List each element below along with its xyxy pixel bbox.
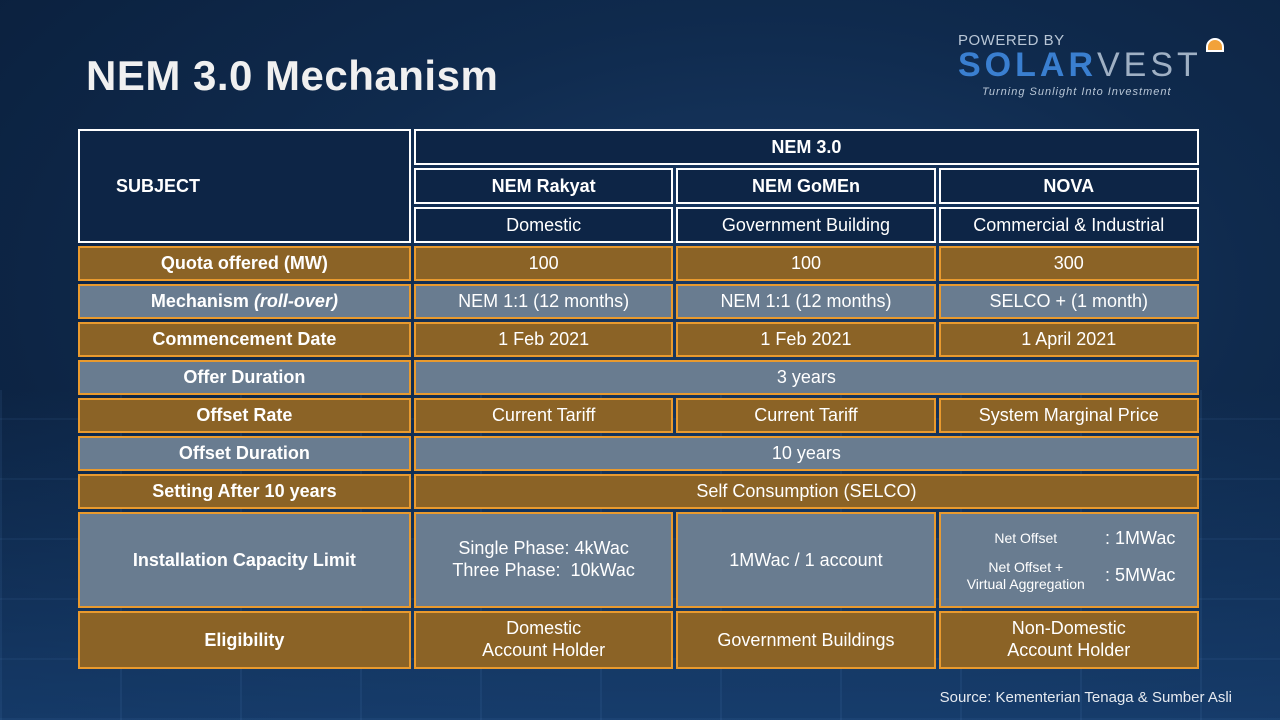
cell-capacity-rakyat: Single Phase: 4kWac Three Phase: 10kWac: [413, 512, 674, 608]
cell-mechanism-rakyat: NEM 1:1 (12 months): [413, 284, 674, 319]
mechanism-label-text: Mechanism: [150, 291, 254, 311]
category-commercial: Commercial & Industrial: [938, 207, 1199, 243]
cell-commencement-nova: 1 April 2021: [938, 322, 1199, 357]
cell-offset-rate-gomen: Current Tariff: [676, 398, 936, 433]
category-government: Government Building: [676, 207, 936, 243]
table-row-mechanism: Mechanism (roll-over) NEM 1:1 (12 months…: [78, 284, 1199, 319]
table-header-row: SUBJECT NEM 3.0: [78, 129, 1199, 243]
nova-net-offset-value: : 1MWac: [1105, 527, 1176, 548]
nova-va-label: Net Offset + Virtual Aggregation: [947, 559, 1106, 593]
scheme-category-row: Domestic Government Building Commercial …: [78, 207, 1199, 243]
cell-after-10-years: Self Consumption (SELCO): [413, 474, 1199, 509]
logo-tagline: Turning Sunlight Into Investment: [982, 86, 1172, 98]
table-row-after-10-years: Setting After 10 years Self Consumption …: [78, 474, 1199, 509]
cell-quota-gomen: 100: [676, 246, 936, 281]
nova-va-value: : 5MWac: [1105, 565, 1176, 585]
solarvest-logo: POWERED BY SOLARVEST Turning Sunlight In…: [958, 32, 1228, 102]
logo-vest: VEST: [1097, 46, 1202, 84]
eligibility-nova-line1: Non-Domestic: [1011, 618, 1126, 639]
cell-offset-duration: 10 years: [413, 436, 1199, 471]
row-label-offset-duration: Offset Duration: [78, 436, 411, 471]
cell-commencement-rakyat: 1 Feb 2021: [413, 322, 674, 357]
cell-quota-nova: 300: [938, 246, 1199, 281]
row-label-offer-duration: Offer Duration: [78, 360, 411, 395]
cell-mechanism-gomen: NEM 1:1 (12 months): [676, 284, 936, 319]
cell-eligibility-rakyat: Domestic Account Holder: [413, 611, 674, 669]
cell-eligibility-gomen: Government Buildings: [676, 611, 936, 669]
page-title: NEM 3.0 Mechanism: [86, 52, 499, 99]
eligibility-rakyat-line1: Domestic: [506, 618, 582, 639]
scheme-name-row: NEM Rakyat NEM GoMEn NOVA: [78, 168, 1199, 204]
row-label-after-10-years: Setting After 10 years: [78, 474, 411, 509]
scheme-nem-gomen: NEM GoMEn: [676, 168, 936, 204]
row-label-mechanism: Mechanism (roll-over): [78, 284, 411, 319]
mechanism-label-em: (roll-over): [253, 291, 338, 311]
nova-capacity-grid: Net Offset : 1MWac Net Offset + Virtual …: [947, 528, 1192, 593]
table-row-quota: Quota offered (MW) 100 100 300: [78, 246, 1199, 281]
sun-icon: [1206, 38, 1224, 52]
table-row-capacity: Installation Capacity Limit Single Phase…: [78, 512, 1199, 608]
logo-solar: SOLAR: [958, 46, 1097, 84]
cell-offset-rate-rakyat: Current Tariff: [413, 398, 674, 433]
nem-group-header: NEM 3.0: [413, 129, 1199, 165]
cell-quota-rakyat: 100: [413, 246, 674, 281]
cell-commencement-gomen: 1 Feb 2021: [676, 322, 936, 357]
table-row-offer-duration: Offer Duration 3 years: [78, 360, 1199, 395]
table-row-eligibility: Eligibility Domestic Account Holder Gove…: [78, 611, 1199, 669]
capacity-single-phase: Single Phase: 4kWac: [458, 538, 629, 559]
row-label-commencement: Commencement Date: [78, 322, 411, 357]
table-row-offset-rate: Offset Rate Current Tariff Current Tarif…: [78, 398, 1199, 433]
eligibility-rakyat-line2: Account Holder: [482, 640, 606, 660]
scheme-nem-rakyat: NEM Rakyat: [413, 168, 674, 204]
cell-capacity-gomen: 1MWac / 1 account: [676, 512, 936, 608]
row-label-quota: Quota offered (MW): [78, 246, 411, 281]
nova-net-offset-label: Net Offset: [994, 530, 1058, 547]
nem-mechanism-table: SUBJECT NEM 3.0 NEM Rakyat NEM GoMEn NOV…: [75, 126, 1202, 672]
source-citation: Source: Kementerian Tenaga & Sumber Asli: [939, 689, 1232, 706]
capacity-three-phase: Three Phase: 10kWac: [452, 560, 635, 580]
scheme-nova: NOVA: [938, 168, 1199, 204]
cell-capacity-nova: Net Offset : 1MWac Net Offset + Virtual …: [938, 512, 1199, 608]
logo-wordmark: SOLARVEST: [958, 46, 1202, 85]
cell-offset-rate-nova: System Marginal Price: [938, 398, 1199, 433]
nova-va-label-line1: Net Offset +: [988, 558, 1064, 575]
row-label-capacity: Installation Capacity Limit: [78, 512, 411, 608]
subject-header: SUBJECT: [78, 129, 411, 243]
table-row-commencement: Commencement Date 1 Feb 2021 1 Feb 2021 …: [78, 322, 1199, 357]
cell-eligibility-nova: Non-Domestic Account Holder: [938, 611, 1199, 669]
eligibility-nova-line2: Account Holder: [1007, 640, 1131, 660]
nova-va-label-line2: Virtual Aggregation: [966, 575, 1085, 592]
category-domestic: Domestic: [413, 207, 674, 243]
table-row-offset-duration: Offset Duration 10 years: [78, 436, 1199, 471]
row-label-eligibility: Eligibility: [78, 611, 411, 669]
row-label-offset-rate: Offset Rate: [78, 398, 411, 433]
cell-mechanism-nova: SELCO + (1 month): [938, 284, 1199, 319]
cell-offer-duration: 3 years: [413, 360, 1199, 395]
logo-powered-by: POWERED BY: [958, 32, 1065, 49]
